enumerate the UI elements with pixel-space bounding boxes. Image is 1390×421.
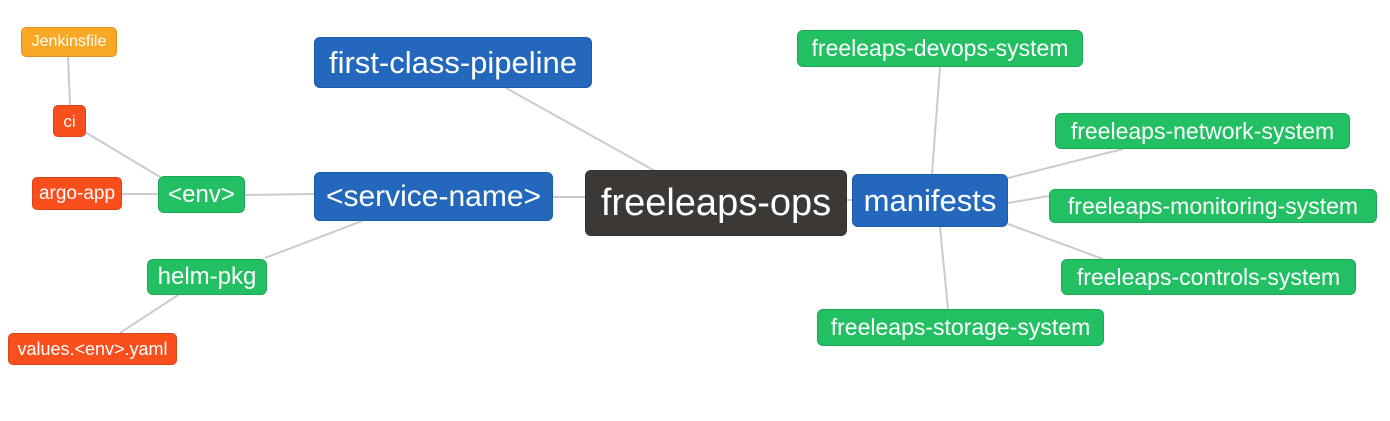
edge-manifests-monitoring-system [1007, 195, 1050, 204]
node-freeleaps-controls-system-label: freeleaps-controls-system [1076, 263, 1341, 290]
node-freeleaps-network-system[interactable]: freeleaps-network-system [1055, 113, 1350, 149]
node-freeleaps-ops-root[interactable]: freeleaps-ops [585, 170, 847, 236]
edge-manifests-network-system [1007, 148, 1124, 179]
node-freeleaps-network-system-label: freeleaps-network-system [1070, 117, 1335, 144]
node-manifests[interactable]: manifests [852, 174, 1008, 227]
edge-manifests-storage-system [939, 226, 949, 310]
node-freeleaps-devops-system-label: freeleaps-devops-system [811, 35, 1069, 61]
edge-helm-pkg-service-name [264, 220, 363, 259]
node-ci-label: ci [63, 111, 76, 131]
node-argo-app-label: argo-app [38, 183, 116, 204]
node-helm-pkg[interactable]: helm-pkg [147, 259, 267, 295]
edge-manifests-controls-system [1007, 223, 1104, 260]
node-argo-app[interactable]: argo-app [32, 177, 122, 210]
node-service-name-label: <service-name> [325, 179, 542, 213]
node-freeleaps-monitoring-system-label: freeleaps-monitoring-system [1067, 192, 1359, 219]
edge-ci-env [84, 131, 161, 178]
node-freeleaps-storage-system-label: freeleaps-storage-system [830, 314, 1091, 340]
node-values-env-yaml[interactable]: values.<env>.yaml [8, 333, 177, 365]
node-freeleaps-devops-system[interactable]: freeleaps-devops-system [797, 30, 1083, 67]
node-freeleaps-ops-label: freeleaps-ops [600, 182, 832, 224]
edge-jenkinsfile-ci [67, 56, 71, 106]
node-values-env-yaml-label: values.<env>.yaml [17, 339, 168, 359]
node-first-class-pipeline-label: first-class-pipeline [328, 45, 578, 80]
node-service-name[interactable]: <service-name> [314, 172, 553, 221]
edge-manifests-devops-system [931, 66, 941, 175]
edge-pipeline-freeleaps-ops [505, 87, 656, 172]
node-first-class-pipeline[interactable]: first-class-pipeline [314, 37, 592, 88]
node-env[interactable]: <env> [158, 176, 245, 213]
edge-values-helm-pkg [119, 294, 179, 334]
node-jenkinsfile-label: Jenkinsfile [31, 33, 107, 50]
node-helm-pkg-label: helm-pkg [157, 263, 257, 290]
node-freeleaps-controls-system[interactable]: freeleaps-controls-system [1061, 259, 1356, 295]
node-ci[interactable]: ci [53, 105, 86, 137]
node-freeleaps-monitoring-system[interactable]: freeleaps-monitoring-system [1049, 189, 1377, 223]
node-freeleaps-storage-system[interactable]: freeleaps-storage-system [817, 309, 1104, 346]
node-manifests-label: manifests [863, 183, 997, 218]
node-env-label: <env> [168, 180, 235, 208]
edge-env-service-name [244, 193, 315, 196]
node-jenkinsfile[interactable]: Jenkinsfile [21, 27, 117, 57]
